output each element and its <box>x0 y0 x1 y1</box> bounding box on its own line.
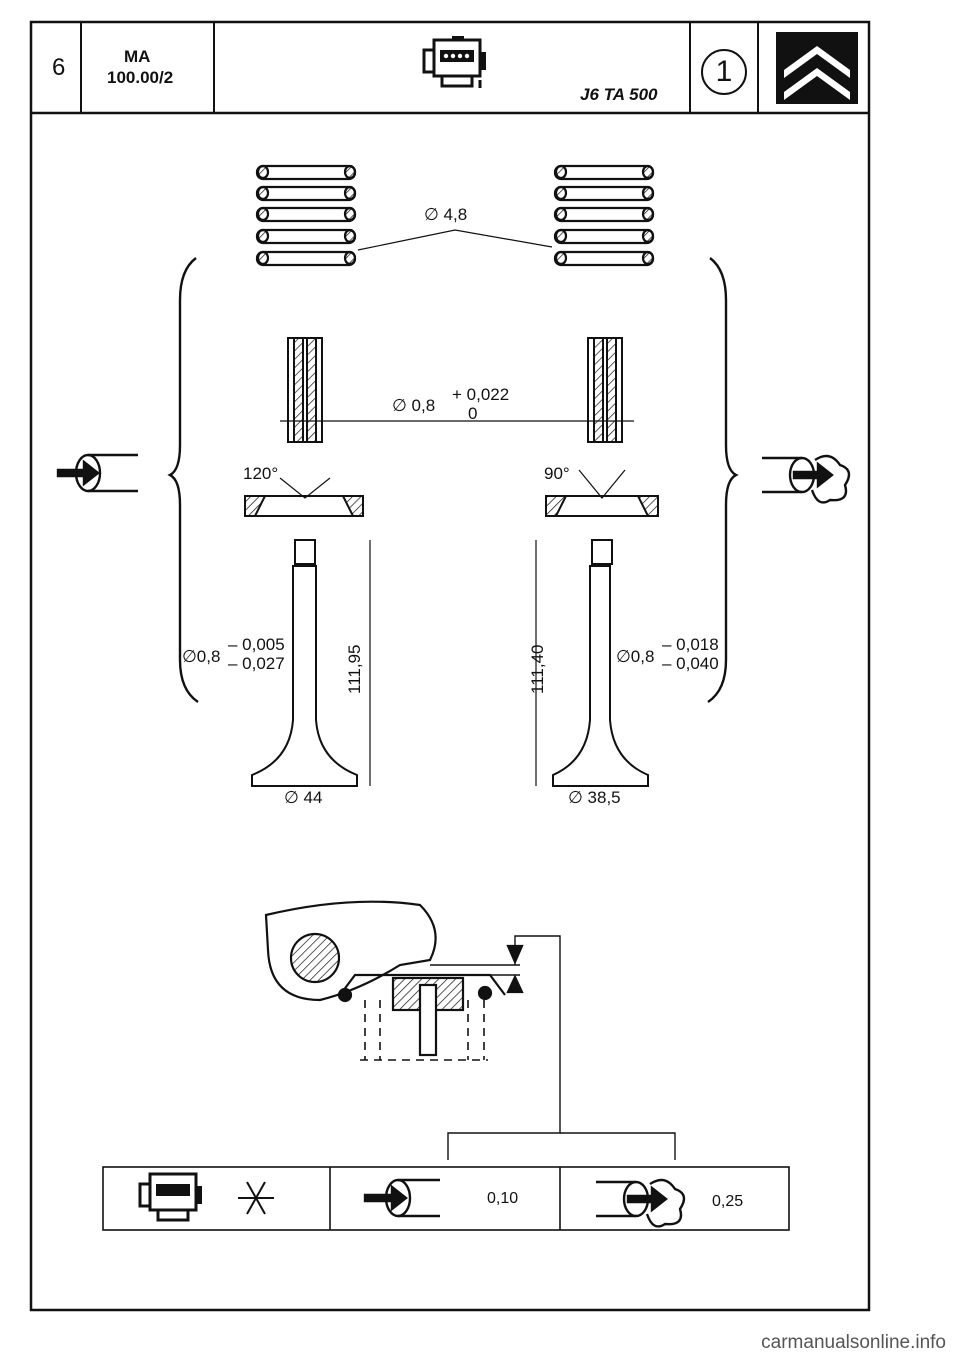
snowflake-icon <box>238 1181 274 1215</box>
intake-stem-tol-upper: – 0,005 <box>228 635 285 654</box>
intake-arrow-icon <box>56 453 138 493</box>
rocker-arm-diagram <box>264 900 676 1160</box>
exhaust-head-diameter: ∅ 38,5 <box>568 788 621 807</box>
intake-clearance-value: 0,10 <box>487 1190 519 1207</box>
engine-icon <box>422 36 486 88</box>
clearance-table <box>102 1166 790 1231</box>
ref-line-2: 100.00/2 <box>107 68 174 87</box>
braces <box>167 257 739 703</box>
watermark-text: carmanualsonline.info <box>761 1332 946 1353</box>
citroen-chevron-logo <box>776 32 858 104</box>
valve-seats <box>244 469 659 517</box>
valve-guides <box>280 337 634 443</box>
guide-tol-upper: + 0,022 <box>452 385 510 404</box>
intake-stem-diameter: ∅0,8 <box>182 647 221 666</box>
intake-arrow-icon <box>363 1178 440 1218</box>
exhaust-stem-tol-lower: – 0,040 <box>662 654 719 673</box>
guide-tol-lower: 0 <box>468 404 478 423</box>
page-frame <box>29 20 871 1312</box>
guide-diameter: ∅ 0,8 <box>392 396 436 415</box>
ref-line-1: MA <box>124 47 151 66</box>
exhaust-stem-tol-upper: – 0,018 <box>662 635 719 654</box>
exhaust-cloud-icon <box>762 454 851 504</box>
engine-icon <box>138 1172 202 1222</box>
page-number: 6 <box>52 54 66 81</box>
spring-wire-diameter: ∅ 4,8 <box>424 205 468 224</box>
intake-spring <box>255 164 357 267</box>
exhaust-clearance-value: 0,25 <box>712 1193 744 1210</box>
sheet-number: 1 <box>701 49 747 95</box>
exhaust-spring <box>553 164 655 267</box>
exhaust-cloud-icon <box>596 1178 686 1228</box>
spring-leader-lines <box>357 229 553 251</box>
exhaust-valve-length: 111,40 <box>528 644 547 694</box>
exhaust-valve <box>535 539 649 787</box>
intake-valve-length: 111,95 <box>345 644 364 694</box>
intake-seat-angle: 120° <box>243 464 279 483</box>
exhaust-seat-angle: 90° <box>544 464 570 483</box>
model-code: J6 TA 500 <box>580 85 658 104</box>
exhaust-stem-diameter: ∅0,8 <box>616 647 655 666</box>
intake-head-diameter: ∅ 44 <box>284 788 323 807</box>
intake-valve <box>251 539 371 787</box>
intake-stem-tol-lower: – 0,027 <box>228 654 285 673</box>
